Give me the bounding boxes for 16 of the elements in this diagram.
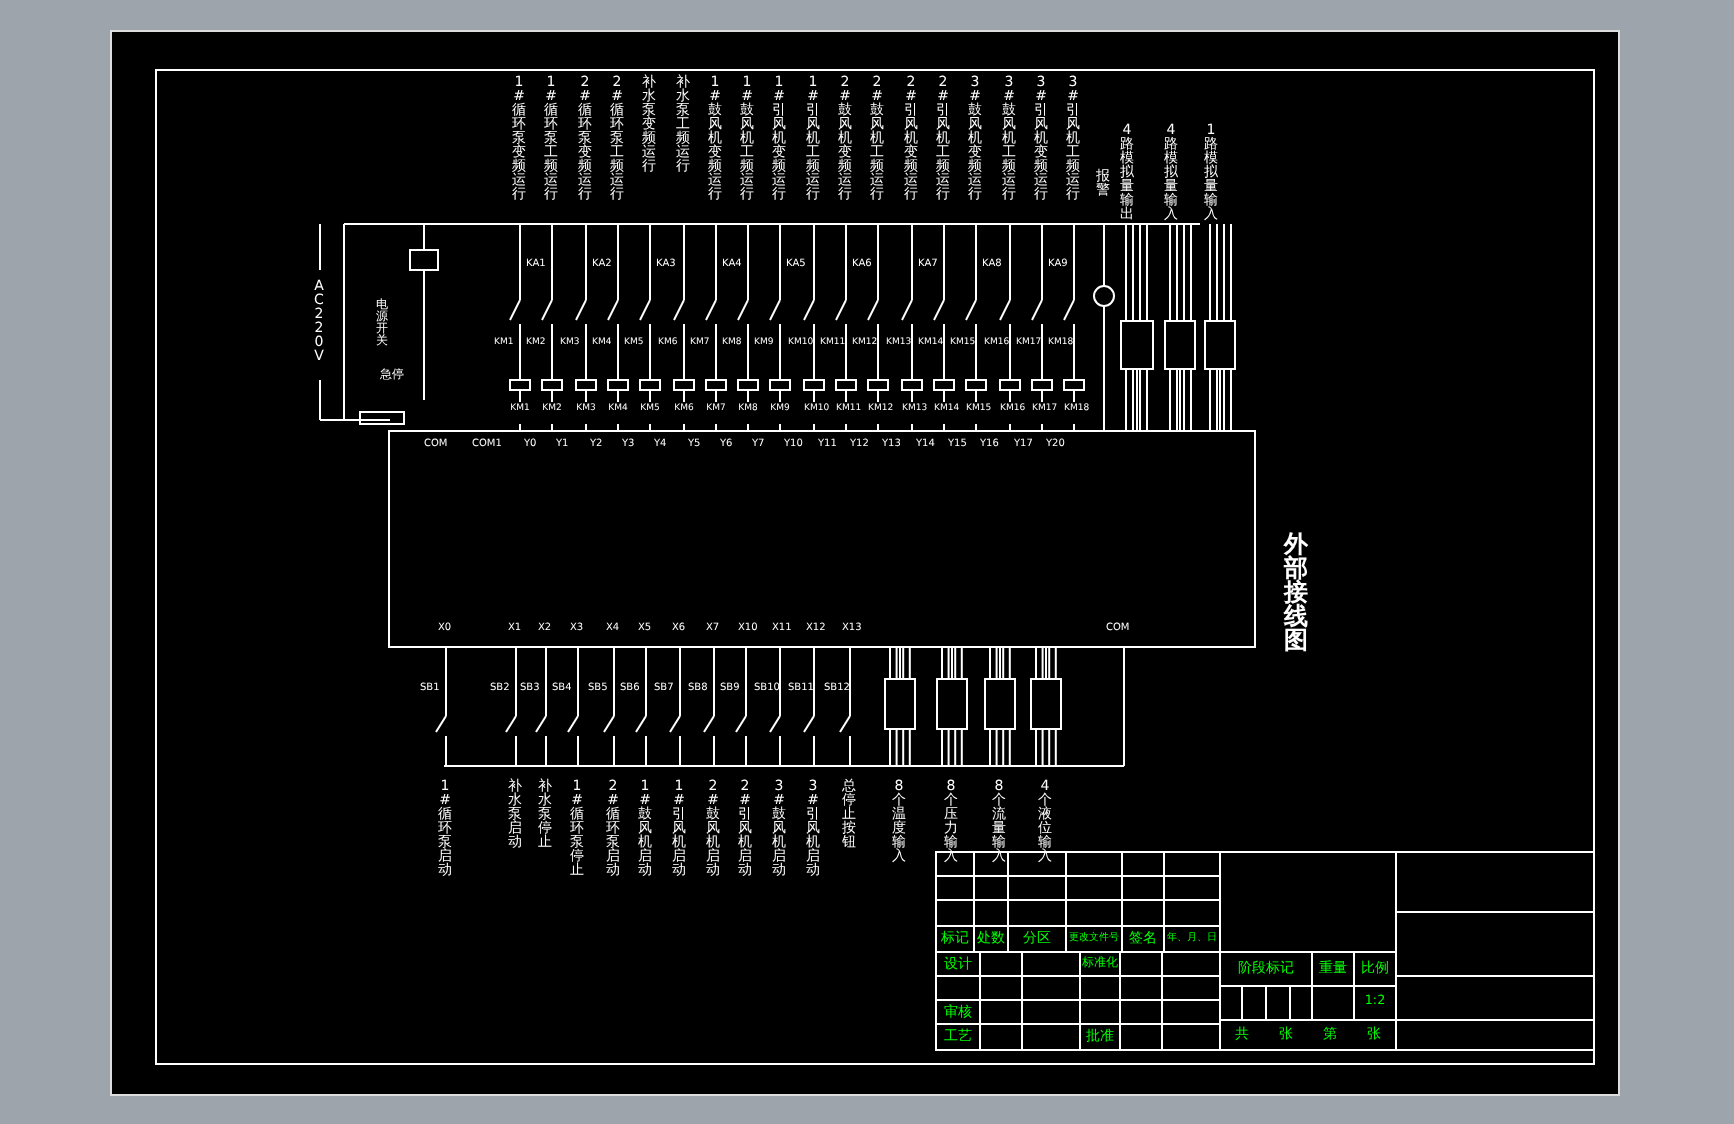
module-box (884, 678, 916, 730)
module-box (1120, 320, 1154, 370)
connector-line (1179, 369, 1181, 431)
module-box (984, 678, 1016, 730)
module-box (1204, 320, 1236, 370)
controller-box (388, 430, 1256, 648)
connector-line (999, 647, 1001, 679)
connector-line (899, 647, 901, 679)
connector-line (1136, 369, 1138, 431)
connector-line (951, 647, 953, 679)
connector-line (1045, 647, 1047, 679)
module-box (1030, 678, 1062, 730)
module-box (936, 678, 968, 730)
connector-line (1219, 369, 1221, 431)
module-box (1164, 320, 1196, 370)
drawing-title: 外部接线图 (1284, 532, 1308, 652)
